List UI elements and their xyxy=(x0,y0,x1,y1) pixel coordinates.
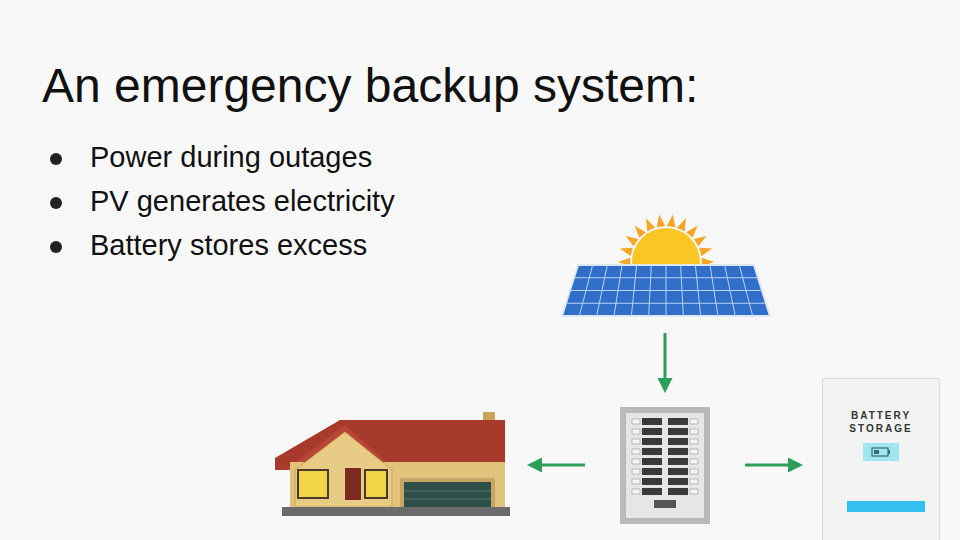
flow-arrow xyxy=(745,464,800,467)
breaker-panel xyxy=(620,407,710,524)
bullet-text: Battery stores excess xyxy=(90,229,367,262)
bullet-dots xyxy=(50,153,62,253)
bullet-text: PV generates electricity xyxy=(90,185,395,218)
battery-label: BATTERY STORAGE xyxy=(839,409,923,435)
bullet-text: Power during outages xyxy=(90,141,372,174)
flow-arrow xyxy=(530,464,585,467)
house xyxy=(275,412,510,516)
flow-arrow xyxy=(664,333,667,390)
slide-title: An emergency backup system: xyxy=(42,58,698,113)
battery-unit: BATTERY STORAGE xyxy=(822,378,940,540)
solar-panel xyxy=(562,265,770,316)
battery-graphics xyxy=(823,435,939,525)
battery-icon xyxy=(823,435,939,525)
